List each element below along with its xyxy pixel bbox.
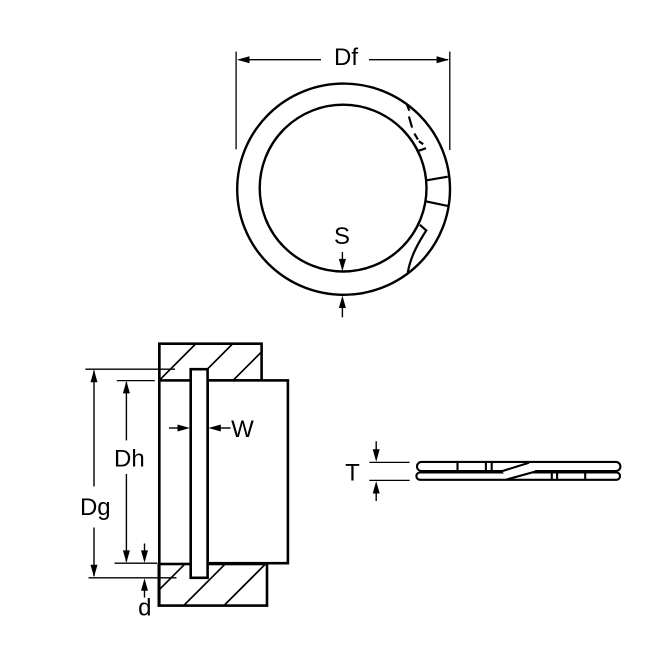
svg-text:S: S [334,223,350,250]
svg-text:Dg: Dg [80,494,111,521]
svg-text:d: d [138,595,151,622]
svg-text:Df: Df [334,44,358,71]
svg-text:T: T [345,460,360,487]
svg-text:Dh: Dh [114,446,145,473]
svg-text:W: W [231,416,254,443]
